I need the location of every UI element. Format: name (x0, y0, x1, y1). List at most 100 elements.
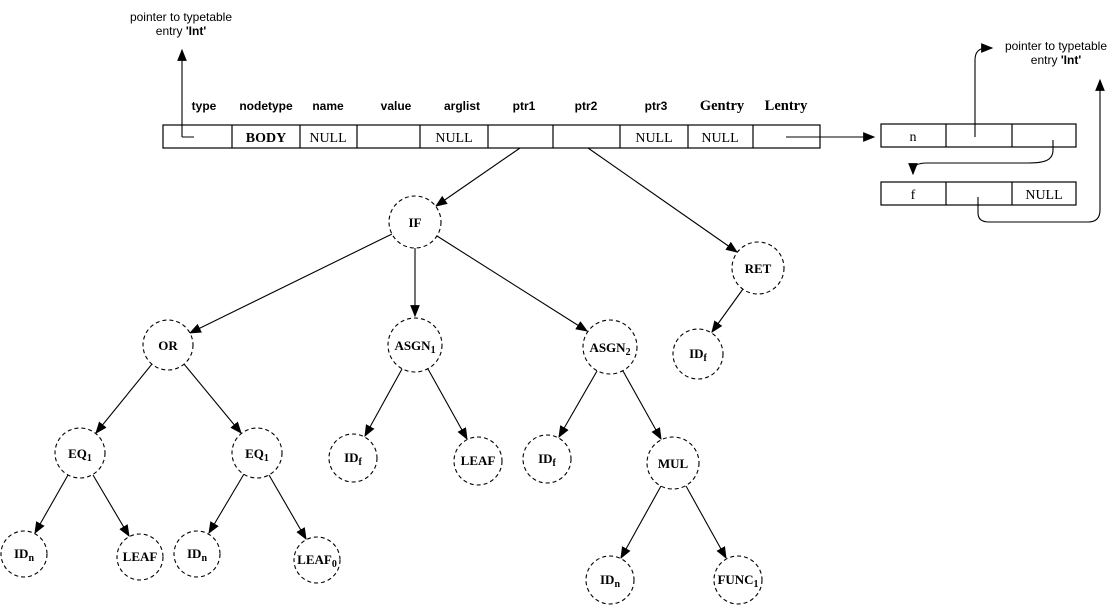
tree-node-eq-1-left: EQ1 (54, 427, 106, 479)
cell-nodetype: BODY (246, 131, 286, 146)
header-type: type (192, 99, 217, 113)
svg-text:LEAF0: LEAF0 (297, 552, 337, 570)
svg-text:OR: OR (158, 338, 178, 353)
node-circle (582, 319, 638, 375)
node-circle (388, 195, 442, 249)
record-f-dividers (945, 182, 1013, 205)
node-circle (173, 530, 221, 578)
node-circle (585, 555, 635, 605)
tree-node-mul: MUL (646, 436, 700, 490)
header-ptr2: ptr2 (575, 99, 598, 113)
node-record-table: type nodetype name value arglist ptr1 pt… (162, 98, 821, 149)
svg-text:ASGN2: ASGN2 (589, 340, 630, 358)
pointer-label-line1: pointer to typetable (1005, 39, 1107, 53)
svg-text:ASGN1: ASGN1 (394, 338, 435, 356)
pointer-label-line2: entry 'Int' (156, 24, 207, 38)
edge-eq1r-to-leaf0 (268, 474, 307, 541)
tree-node-id-f-asgn1: IDf (328, 433, 378, 483)
edge-or-to-eq1-right (183, 363, 242, 434)
arrow-type-to-typetable (182, 50, 194, 138)
header-name: name (312, 99, 344, 113)
edge-or-to-eq1-left (95, 363, 153, 434)
svg-text:RET: RET (745, 261, 772, 276)
tree-node-leaf-eq1l: LEAF (116, 533, 164, 581)
edge-asgn2-to-idf (558, 370, 598, 439)
node-circle (713, 555, 763, 605)
svg-text:EQ1: EQ1 (68, 446, 92, 464)
record-n-name: n (910, 130, 917, 145)
node-circle (672, 328, 724, 380)
tree-node-id-f-ret: IDf (672, 328, 724, 380)
cell-ptr3: NULL (635, 131, 672, 146)
typetable-pointer-label-right: pointer to typetable entry 'Int' (1005, 39, 1107, 67)
arrow-record-n-to-record-f (908, 140, 1054, 176)
node-circle (646, 436, 700, 490)
svg-text:LEAF: LEAF (461, 453, 496, 468)
edge-ptr2-to-ret (587, 147, 738, 253)
record-table-dividers (231, 125, 754, 148)
svg-text:LEAF: LEAF (123, 549, 158, 564)
svg-text:IDn: IDn (187, 546, 207, 564)
tree-node-id-n-eq1l: IDn (0, 530, 48, 578)
edge-asgn1-to-idf (364, 368, 403, 438)
edge-asgn2-to-mul (622, 370, 662, 441)
record-f-name: f (911, 188, 916, 203)
tree-node-eq-1-right: EQ1 (231, 427, 283, 479)
cell-gentry: NULL (701, 131, 738, 146)
header-ptr1: ptr1 (513, 99, 536, 113)
svg-text:IDf: IDf (689, 346, 707, 364)
node-circle (522, 434, 572, 484)
typetable-pointer-label-left: pointer to typetable entry 'Int' (130, 10, 232, 38)
tree-node-asgn-1: ASGN1 (387, 317, 443, 373)
svg-text:IDf: IDf (344, 450, 362, 468)
tree-node-id-n-mul: IDn (585, 555, 635, 605)
node-circle (54, 427, 106, 479)
tree-node-id-f-asgn2: IDf (522, 434, 572, 484)
tree-node-or: OR (142, 319, 194, 371)
edge-eq1l-to-leaf (92, 474, 130, 538)
header-ptr3: ptr3 (645, 99, 668, 113)
cell-arglist: NULL (435, 131, 472, 146)
arrow-record-n-to-typetable (974, 43, 994, 137)
edge-if-to-or (188, 233, 393, 334)
tree-node-leaf-0: LEAF0 (293, 536, 341, 584)
edge-asgn1-to-leaf (427, 368, 468, 441)
header-value: value (381, 99, 412, 113)
tree-node-id-n-eq1r: IDn (173, 530, 221, 578)
svg-text:MUL: MUL (658, 456, 689, 471)
edge-if-to-asgn2 (436, 235, 589, 332)
edge-eq1l-to-idn (34, 474, 69, 535)
node-circle (387, 317, 443, 373)
edge-mul-to-func1 (685, 485, 727, 560)
svg-text:IDf: IDf (538, 451, 556, 469)
svg-text:IDn: IDn (14, 546, 34, 564)
symbol-record-n: n (880, 123, 1077, 148)
tree-node-asgn-2: ASGN2 (582, 319, 638, 375)
pointer-label-line1: pointer to typetable (130, 10, 232, 24)
node-circle (231, 427, 283, 479)
edge-mul-to-idn (620, 485, 662, 560)
record-n-outline (880, 123, 1077, 148)
node-circle (731, 241, 785, 295)
svg-text:EQ1: EQ1 (245, 446, 269, 464)
edge-eq1r-to-idn (208, 473, 245, 535)
node-circle (116, 533, 164, 581)
edge-ptr1-to-if (435, 147, 521, 207)
cell-name: NULL (309, 131, 346, 146)
svg-text:IF: IF (409, 215, 422, 230)
header-nodetype: nodetype (239, 99, 293, 113)
header-arglist: arglist (444, 99, 480, 113)
tree-edges (34, 147, 744, 560)
tree-node-leaf-asgn1: LEAF (453, 436, 503, 486)
record-f-next: NULL (1025, 188, 1062, 203)
tree-node-ret: RET (731, 241, 785, 295)
node-circle (453, 436, 503, 486)
svg-text:FUNC1: FUNC1 (717, 572, 758, 590)
record-n-dividers (945, 124, 1013, 147)
node-circle (0, 530, 48, 578)
node-circle (142, 319, 194, 371)
node-circle (328, 433, 378, 483)
arrow-record-f-to-typetable (977, 78, 1105, 223)
header-gentry: Gentry (700, 98, 745, 114)
